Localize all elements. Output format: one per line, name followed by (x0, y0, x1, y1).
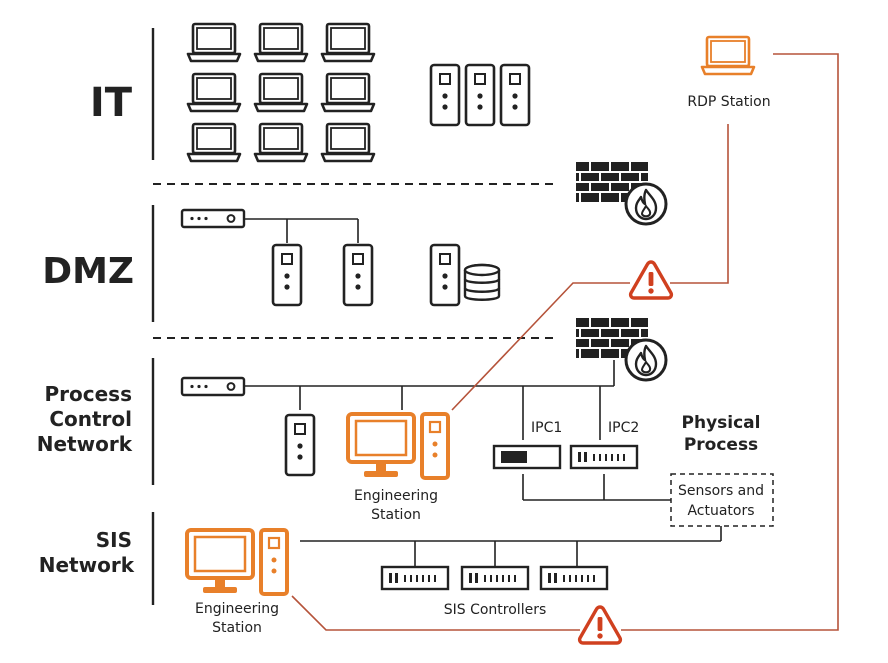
attack-paths (291, 53, 839, 631)
laptop-icon (253, 122, 309, 163)
laptop-icon (320, 72, 376, 113)
sensors-actuators-label-1: Sensors and (678, 483, 764, 499)
laptop-icon (186, 122, 242, 163)
firewall-icon (574, 316, 668, 382)
firewall-icon (574, 160, 668, 226)
laptop-icon (253, 72, 309, 113)
laptop-icon (253, 22, 309, 63)
sensors-actuators-label-2: Actuators (687, 503, 754, 519)
server-tower-icon (271, 243, 303, 307)
warning-icon (628, 260, 674, 300)
network-switch-icon (180, 208, 246, 229)
warning-icon (577, 605, 623, 645)
zone-label-dmz: DMZ (42, 251, 134, 292)
it-servers (429, 63, 531, 127)
ipc1-label: IPC1 (531, 420, 562, 436)
engineering-station-label-2: Station (371, 507, 421, 523)
zone-label-pcn-1: Process (45, 382, 133, 406)
engineering-station-label-1: Engineering (354, 488, 438, 504)
laptop-icon (186, 72, 242, 113)
laptop-icon (320, 122, 376, 163)
zone-boundaries (153, 183, 555, 339)
zone-label-pcn-3: Network (37, 432, 133, 456)
ipc2-label: IPC2 (608, 420, 639, 436)
controller-icon (539, 565, 609, 591)
controller-icon (380, 565, 450, 591)
zone-label-pcn-2: Control (49, 407, 132, 431)
database-icon (463, 263, 501, 301)
workstation-icon (346, 412, 450, 480)
controller-icon (569, 444, 639, 470)
ipc1-icon (492, 444, 562, 470)
workstation-icon (185, 528, 289, 596)
server-tower-icon (284, 413, 316, 477)
physical-process-label-2: Process (684, 435, 758, 455)
server-tower-icon (429, 63, 461, 127)
it-laptops (186, 22, 376, 163)
sis-engineering-station-label-1: Engineering (195, 601, 279, 617)
rdp-station-label: RDP Station (687, 94, 770, 110)
server-tower-icon (342, 243, 374, 307)
dmz-network (180, 208, 501, 307)
physical-process-label-1: Physical (682, 413, 761, 433)
zone-label-sis-1: SIS (96, 528, 132, 552)
process-control-network: Engineering Station IPC1 IPC2 Physical P… (180, 360, 774, 527)
controller-icon (460, 565, 530, 591)
laptop-icon (320, 22, 376, 63)
server-tower-icon (464, 63, 496, 127)
sis-engineering-station-label-2: Station (212, 620, 262, 636)
server-tower-icon (499, 63, 531, 127)
sis-network: Engineering Station SIS Controllers (185, 526, 722, 636)
server-tower-icon (429, 243, 461, 307)
zone-label-sis-2: Network (39, 553, 135, 577)
sensors-actuators-box (670, 473, 774, 527)
laptop-icon (186, 22, 242, 63)
sis-controllers-label: SIS Controllers (444, 602, 547, 618)
rdp-station: RDP Station (687, 35, 771, 110)
network-switch-icon (180, 376, 246, 397)
zone-label-it: IT (90, 80, 133, 126)
laptop-icon (700, 35, 756, 76)
